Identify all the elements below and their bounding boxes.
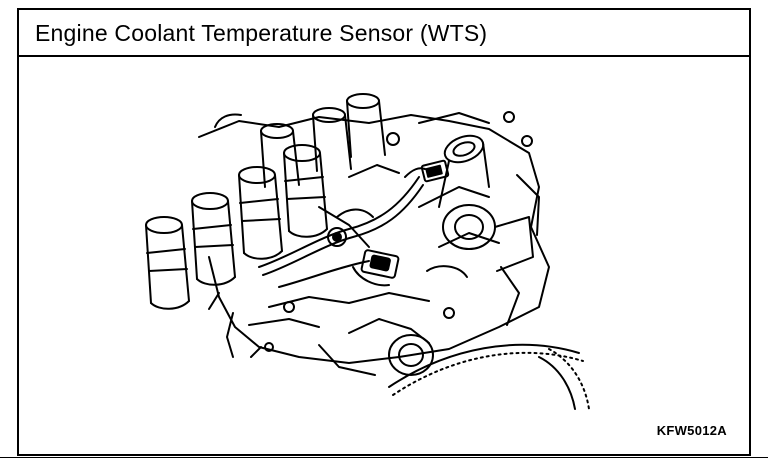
coolant-outlet-pipe xyxy=(438,134,534,272)
coolant-temperature-sensor xyxy=(327,227,400,287)
misc-linework xyxy=(208,112,540,376)
figure-title: Engine Coolant Temperature Sensor (WTS) xyxy=(35,20,488,46)
engine-block xyxy=(198,113,550,364)
engine-line-drawing xyxy=(145,93,590,410)
figure-frame: Engine Coolant Temperature Sensor (WTS) xyxy=(17,8,751,456)
bolt-heads xyxy=(250,111,533,358)
wiring-harness xyxy=(258,176,424,288)
bottom-rule xyxy=(0,457,768,458)
upper-connector xyxy=(404,159,450,183)
title-bar: Engine Coolant Temperature Sensor (WTS) xyxy=(19,10,749,57)
lower-port xyxy=(388,334,434,376)
cylinder-row-front xyxy=(145,144,328,310)
figure-code: KFW5012A xyxy=(656,423,727,438)
cylinder-row-rear xyxy=(260,93,386,188)
ring-gear xyxy=(388,343,590,410)
